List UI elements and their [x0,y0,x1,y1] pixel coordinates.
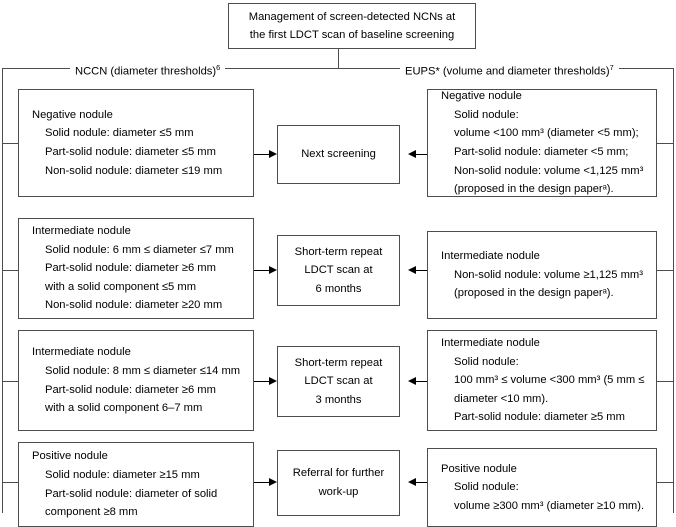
left-bus-stub-4 [2,482,22,483]
right-bus-vertical-line [673,68,674,513]
left-box-4-header: Positive nodule [32,450,108,463]
arrow-left-2-head [269,266,277,274]
title-box: Management of screen-detected NCNs at th… [228,3,476,49]
right-box-2-header: Intermediate nodule [441,250,540,263]
center-box-3-line-2: LDCT scan at [304,375,373,388]
left-box-negative-nodule: Negative nodule Solid nodule: diameter ≤… [18,89,254,197]
left-box-2-line-2: Part-solid nodule: diameter ≥6 mm [45,262,216,275]
left-box-1-header: Negative nodule [32,108,113,121]
center-box-3-line-1: Short-term repeat [294,356,383,369]
left-box-2-header: Intermediate nodule [32,225,131,238]
arrow-left-3-head [269,377,277,385]
left-box-intermediate-nodule-3mo: Intermediate nodule Solid nodule: 8 mm ≤… [18,330,254,431]
left-bus-stub-1 [2,143,22,144]
arrow-right-1-shaft [416,154,427,155]
center-box-repeat-6-months: Short-term repeat LDCT scan at 6 months [277,235,400,306]
center-box-repeat-3-months: Short-term repeat LDCT scan at 3 months [277,346,400,417]
branch-label-eups-sup: 7 [609,63,614,72]
right-box-1-line-1: Solid nodule: [454,108,519,121]
left-box-4-line-2: Part-solid nodule: diameter of solid [45,487,218,500]
right-box-1-line-4: Non-solid nodule: volume <1,125 mm³ [454,164,644,177]
left-bus-vertical-line [2,68,3,513]
left-box-2-line-3: with a solid component ≤5 mm [45,280,197,293]
branch-label-eups: EUPS* (volume and diameter thresholds)7 [400,61,619,79]
branch-label-eups-text: EUPS* (volume and diameter thresholds) [405,65,610,78]
arrow-right-3-shaft [416,381,427,382]
right-box-3-header: Intermediate nodule [441,337,540,350]
arrow-right-2-shaft [416,270,427,271]
left-box-1-line-2: Part-solid nodule: diameter ≤5 mm [45,146,216,158]
right-box-3-line-4: Part-solid nodule: diameter ≥5 mm [454,411,625,424]
left-box-3-line-1: Solid nodule: 8 mm ≤ diameter ≤14 mm [45,364,241,377]
left-box-3-line-2: Part-solid nodule: diameter ≥6 mm [45,383,216,396]
right-bus-stub-3 [653,381,674,382]
right-bus-stub-2 [653,270,674,271]
arrow-left-1-head [269,150,277,158]
left-box-2-line-4: Non-solid nodule: diameter ≥20 mm [45,299,223,312]
left-box-3-line-3: with a solid component 6–7 mm [45,402,203,415]
right-box-1-line-5: (proposed in the design paperᵃ). [454,183,614,196]
center-box-3-line-3: 3 months [315,393,362,406]
right-box-intermediate-nodule-6mo: Intermediate nodule Non-solid nodule: vo… [427,231,657,319]
right-box-positive-nodule: Positive nodule Solid nodule: volume ≥30… [427,448,657,527]
right-bus-stub-4 [653,482,674,483]
right-box-1-line-3: Part-solid nodule: diameter <5 mm; [454,146,629,158]
right-box-3-line-2: 100 mm³ ≤ volume <300 mm³ (5 mm ≤ [454,374,645,387]
left-box-1-line-1: Solid nodule: diameter ≤5 mm [45,127,194,140]
arrow-right-2-head [408,266,416,274]
right-box-4-line-1: Solid nodule: [454,481,519,494]
arrow-left-4-shaft [254,482,269,483]
arrow-right-1-head [408,150,416,158]
right-box-2-line-1: Non-solid nodule: volume ≥1,125 mm³ [454,268,643,281]
right-box-4-header: Positive nodule [441,462,517,475]
right-box-2-line-2: (proposed in the design paperᵃ). [454,287,614,300]
left-box-intermediate-nodule-6mo: Intermediate nodule Solid nodule: 6 mm ≤… [18,218,254,319]
right-box-4-line-2: volume ≥300 mm³ (diameter ≥10 mm). [454,499,645,512]
arrow-left-2-shaft [254,270,269,271]
branch-label-nccn: NCCN (diameter thresholds)6 [70,61,226,79]
right-bus-stub-1 [653,143,674,144]
center-box-4-line-2: work-up [318,486,359,498]
right-box-3-line-3: diameter <10 mm). [454,392,549,405]
center-box-next-screening: Next screening [277,125,400,184]
left-box-3-header: Intermediate nodule [32,346,131,359]
right-box-negative-nodule: Negative nodule Solid nodule: volume <10… [427,89,657,197]
left-box-4-line-3: component ≥8 mm [45,506,138,519]
title-line-2: the first LDCT scan of baseline screenin… [249,29,455,41]
arrow-right-4-shaft [416,482,427,483]
center-box-2-line-1: Short-term repeat [294,245,383,258]
right-box-1-header: Negative nodule [441,90,522,103]
left-box-positive-nodule: Positive nodule Solid nodule: diameter ≥… [18,442,254,527]
left-bus-stub-2 [2,270,22,271]
center-box-2-line-3: 6 months [315,282,362,295]
center-box-2-line-2: LDCT scan at [304,264,373,277]
title-line-1: Management of screen-detected NCNs at [248,11,456,23]
center-box-referral-work-up: Referral for further work-up [277,450,400,516]
right-box-intermediate-nodule-3mo: Intermediate nodule Solid nodule: 100 mm… [427,330,657,431]
arrow-left-4-head [269,478,277,486]
center-box-1-line-1: Next screening [301,148,376,161]
left-box-2-line-1: Solid nodule: 6 mm ≤ diameter ≤7 mm [45,243,234,256]
title-stem-line [338,49,339,68]
arrow-right-3-head [408,377,416,385]
branch-bus-line [2,68,674,69]
arrow-right-4-head [408,478,416,486]
center-box-4-line-1: Referral for further [292,467,385,480]
left-box-4-line-1: Solid nodule: diameter ≥15 mm [45,468,200,481]
right-box-1-line-2: volume <100 mm³ (diameter <5 mm); [454,127,639,140]
arrow-left-1-shaft [254,154,269,155]
branch-label-nccn-sup: 6 [216,63,221,72]
branch-label-nccn-text: NCCN (diameter thresholds) [75,65,217,78]
left-box-1-line-3: Non-solid nodule: diameter ≤19 mm [45,164,223,177]
left-bus-stub-3 [2,381,22,382]
right-box-3-line-1: Solid nodule: [454,355,519,368]
arrow-left-3-shaft [254,381,269,382]
